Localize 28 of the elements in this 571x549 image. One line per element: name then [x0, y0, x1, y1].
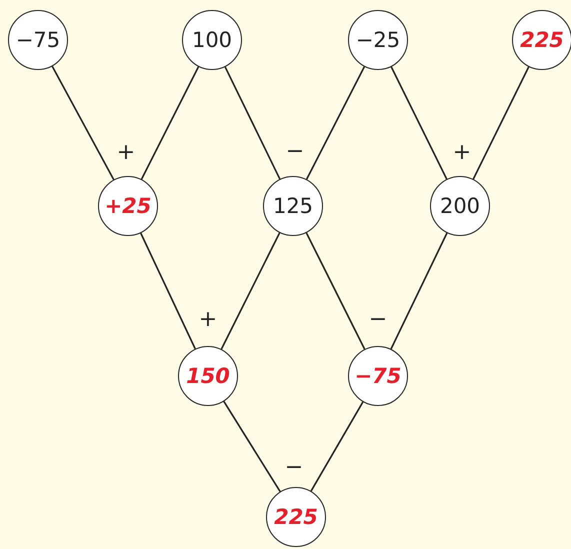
- number-text: −75: [16, 28, 60, 52]
- operator-sign: +: [116, 142, 136, 164]
- connector-line: [140, 66, 200, 180]
- number-text: 225: [520, 28, 564, 52]
- operator-sign: −: [284, 457, 304, 479]
- connector-line: [220, 232, 280, 350]
- connector-line: [223, 401, 281, 492]
- number-text: 150: [186, 364, 230, 388]
- operator-sign: −: [286, 141, 304, 163]
- connector-line: [306, 232, 366, 350]
- connector-line: [140, 232, 196, 350]
- connector-line: [390, 232, 448, 350]
- number-text: 100: [192, 28, 232, 52]
- connector-line: [390, 66, 448, 180]
- operator-sign: +: [198, 309, 218, 331]
- number-text: 200: [440, 194, 480, 218]
- connector-line: [52, 66, 114, 180]
- number-text: 125: [272, 194, 314, 218]
- number-text: +25: [104, 194, 152, 218]
- number-text: 225: [274, 505, 318, 529]
- operator-sign: −: [368, 309, 388, 331]
- number-text: −25: [356, 28, 400, 52]
- connector-line: [224, 66, 281, 180]
- connector-line: [472, 66, 530, 180]
- number-text: −75: [354, 364, 402, 388]
- connector-line: [310, 402, 364, 492]
- connector-line: [306, 66, 366, 180]
- operator-sign: +: [452, 142, 472, 164]
